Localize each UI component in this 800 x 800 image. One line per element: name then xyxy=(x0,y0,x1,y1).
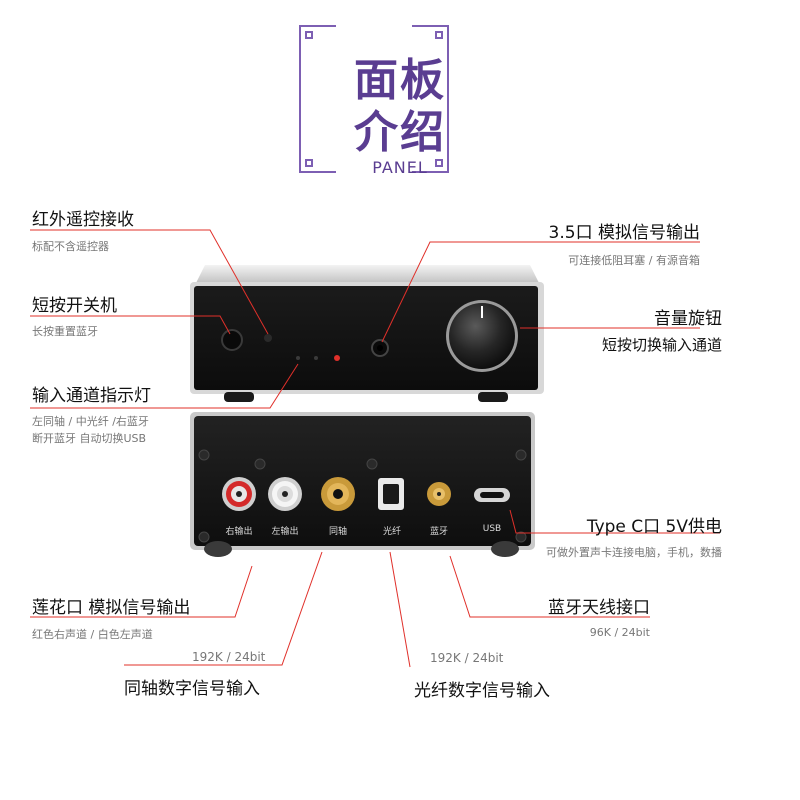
callout-coax-desc: 192K / 24bit xyxy=(192,650,266,664)
callout-volume-desc: 短按切换输入通道 xyxy=(601,336,722,354)
callout-antenna-desc: 96K / 24bit xyxy=(589,626,650,639)
callout-power-desc: 长按重置蓝牙 xyxy=(32,325,98,338)
callout-typec-title: Type C口 5V供电 xyxy=(586,517,722,537)
callout-coax-title: 同轴数字信号输入 xyxy=(124,679,260,699)
callout-indicator-desc1: 左同轴 / 中光纤 /右蓝牙 xyxy=(32,415,149,428)
front-panel xyxy=(190,265,544,402)
callout-rca-title: 莲花口 模拟信号输出 xyxy=(32,598,191,618)
jack-label-rca-right: 右输出 xyxy=(225,527,253,537)
power-button-shape xyxy=(221,329,243,351)
page-title-line1: 面板 xyxy=(354,55,446,106)
callout-lines xyxy=(30,229,720,668)
callout-typec-desc: 可做外置声卡连接电脑，手机，数播 xyxy=(546,546,722,559)
jack-label-bluetooth: 蓝牙 xyxy=(429,527,448,537)
jack-label-optical: 光纤 xyxy=(382,527,401,537)
callout-jack35-title: 3.5口 模拟信号输出 xyxy=(548,223,700,243)
callout-antenna-title: 蓝牙天线接口 xyxy=(548,598,650,618)
jack-label-rca-left: 左输出 xyxy=(271,527,299,537)
callout-volume-title: 音量旋钮 xyxy=(654,309,722,329)
callout-jack35-desc: 可连接低阻耳塞 / 有源音箱 xyxy=(568,254,700,267)
callout-indicator-title: 输入通道指示灯 xyxy=(32,386,151,406)
callout-indicator-desc2: 断开蓝牙 自动切换USB xyxy=(32,432,147,445)
title-frame xyxy=(299,25,449,173)
callout-ir-desc: 标配不含遥控器 xyxy=(32,240,109,253)
callout-rca-desc: 红色右声道 / 白色左声道 xyxy=(32,628,153,641)
rear-panel xyxy=(190,412,535,557)
callout-optical-title: 光纤数字信号输入 xyxy=(414,681,550,701)
callout-optical-desc: 192K / 24bit xyxy=(430,651,504,665)
panel-subtitle: PANEL xyxy=(372,158,428,177)
callout-ir-title: 红外遥控接收 xyxy=(32,210,134,230)
jack-label-coax: 同轴 xyxy=(328,527,347,537)
page-title-line2: 介绍 xyxy=(354,107,446,158)
callout-power-title: 短按开关机 xyxy=(32,296,117,316)
jack-label-usb: USB xyxy=(482,524,502,534)
